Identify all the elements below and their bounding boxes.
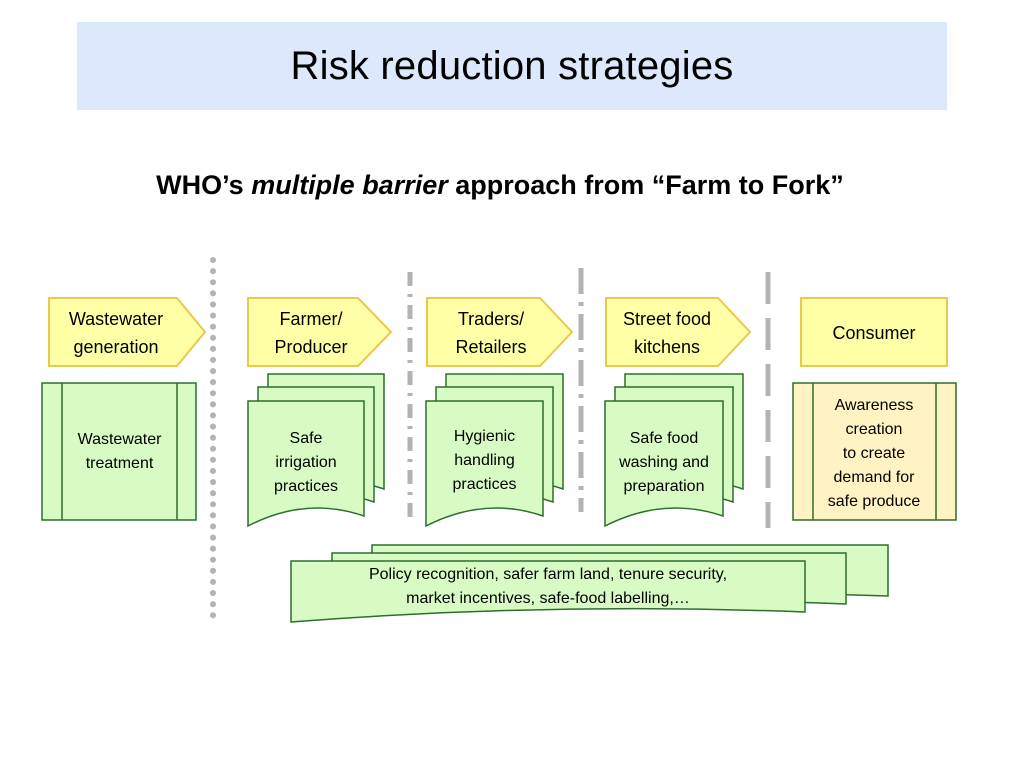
barrier-awareness-creation: [792, 382, 957, 521]
barrier-label-awareness-creation: Awareness creation to create demand for …: [827, 397, 921, 510]
subtitle-suffix: approach from “Farm to Fork”: [447, 170, 844, 200]
stage-arrow-wastewater-generation: [48, 297, 207, 367]
stage-arrow-farmer-producer: [247, 297, 393, 367]
stage-label-wastewater-generation: Wastewater generation: [68, 309, 164, 357]
barrier-hygienic-handling-stack: [425, 373, 564, 528]
stage-label-street-food-kitchens: Street food kitchens: [622, 309, 712, 357]
barrier-label-safe-irrigation: Safe irrigation practices: [273, 430, 339, 495]
barrier-label-safe-food-washing: Safe food washing and preparation: [619, 430, 709, 495]
page-title: Risk reduction strategies: [290, 43, 734, 88]
title-banner: Risk reduction strategies: [77, 22, 947, 110]
stage-arrow-traders-retailers: [426, 297, 574, 367]
barrier-label-wastewater-treatment: Wastewater treatment: [77, 431, 162, 472]
barrier-safe-irrigation-stack: [247, 373, 385, 528]
stage-label-consumer: Consumer: [832, 323, 916, 343]
barrier-wastewater-treatment: [41, 382, 197, 521]
subtitle: WHO’s multiple barrier approach from “Fa…: [0, 170, 1000, 201]
barrier-label-hygienic-handling: Hygienic handling practices: [452, 428, 517, 493]
policy-document-stack: [290, 544, 889, 623]
policy-label: Policy recognition, safer farm land, ten…: [368, 566, 728, 607]
stage-arrow-street-food: [605, 297, 752, 367]
stage-label-farmer-producer: Farmer/ Producer: [274, 309, 348, 357]
stage-box-consumer: [800, 297, 948, 367]
stage-label-traders-retailers: Traders/ Retailers: [455, 309, 527, 357]
barrier-safe-food-washing-stack: [604, 373, 744, 528]
subtitle-prefix: WHO’s: [156, 170, 252, 200]
subtitle-emphasis: multiple barrier: [251, 170, 448, 200]
